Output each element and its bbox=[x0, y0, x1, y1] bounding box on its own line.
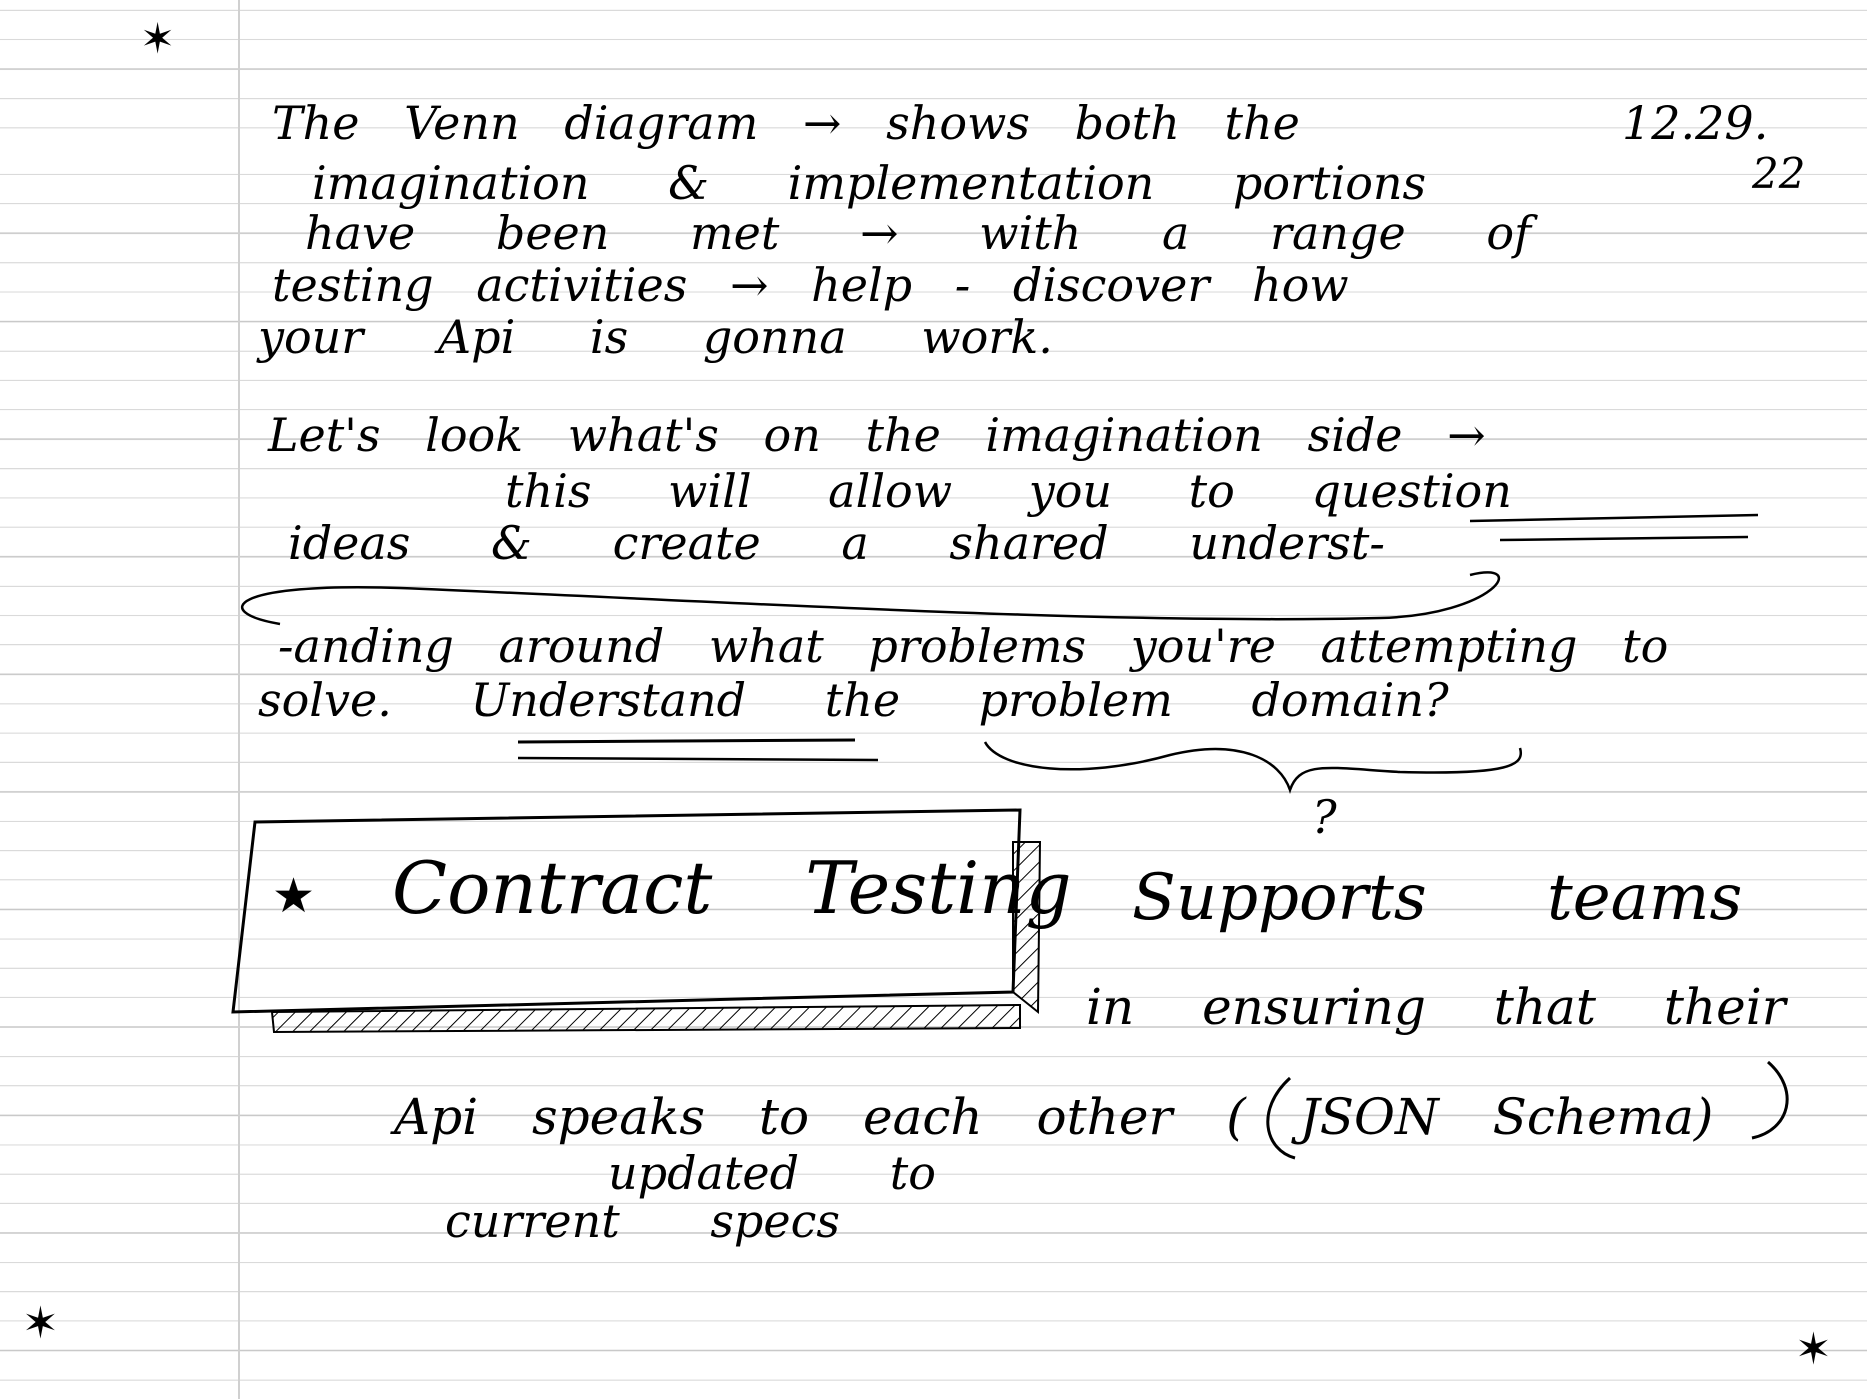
note-line: your Api is gonna work. bbox=[258, 310, 1053, 364]
note-line: have been met → with a range of bbox=[305, 206, 1532, 260]
note-line: ideas & create a shared underst- bbox=[288, 516, 1385, 570]
corner-star-icon: ✶ bbox=[22, 1298, 59, 1349]
note-line: Api speaks to each other ( JSON Schema) bbox=[394, 1088, 1714, 1146]
note-line: current specs bbox=[445, 1194, 840, 1248]
question-underline bbox=[1499, 535, 1749, 542]
contract-box bbox=[231, 808, 1022, 1014]
note-line: testing activities → help - discover how bbox=[272, 258, 1349, 312]
domain-brace bbox=[983, 741, 1523, 794]
margin-line bbox=[238, 0, 240, 1399]
note-line: updated to bbox=[608, 1146, 936, 1200]
understand-underline bbox=[517, 756, 879, 762]
note-line: imagination & implementation portions bbox=[312, 156, 1427, 210]
box-shadow-bottom bbox=[270, 1003, 1021, 1034]
box-shadow-right bbox=[1012, 841, 1042, 1015]
note-line: -anding around what problems you're atte… bbox=[278, 619, 1669, 673]
note-line: The Venn diagram → shows both the bbox=[272, 96, 1300, 150]
note-line: Supports teams bbox=[1132, 861, 1743, 935]
note-line: in ensuring that their bbox=[1086, 978, 1786, 1036]
corner-star-icon: ✶ bbox=[140, 14, 176, 63]
note-line: Let's look what's on the imagination sid… bbox=[268, 408, 1486, 462]
box-star-icon: ★ bbox=[272, 868, 316, 924]
question-underline bbox=[1469, 513, 1759, 523]
json-parenthesis bbox=[1266, 1076, 1296, 1160]
corner-star-icon: ✶ bbox=[1795, 1324, 1832, 1375]
question-mark: ? bbox=[1312, 790, 1337, 844]
note-line: solve. Understand the problem domain? bbox=[258, 673, 1449, 727]
json-parenthesis bbox=[1751, 1060, 1789, 1140]
note-line: this will allow you to question bbox=[505, 464, 1512, 518]
box-label: Contract Testing bbox=[392, 846, 1072, 930]
date-year: 22 bbox=[1752, 149, 1806, 198]
date-day-month: 12.29. bbox=[1622, 96, 1769, 150]
continuation-curve bbox=[240, 571, 1501, 626]
understand-underline bbox=[517, 738, 856, 744]
